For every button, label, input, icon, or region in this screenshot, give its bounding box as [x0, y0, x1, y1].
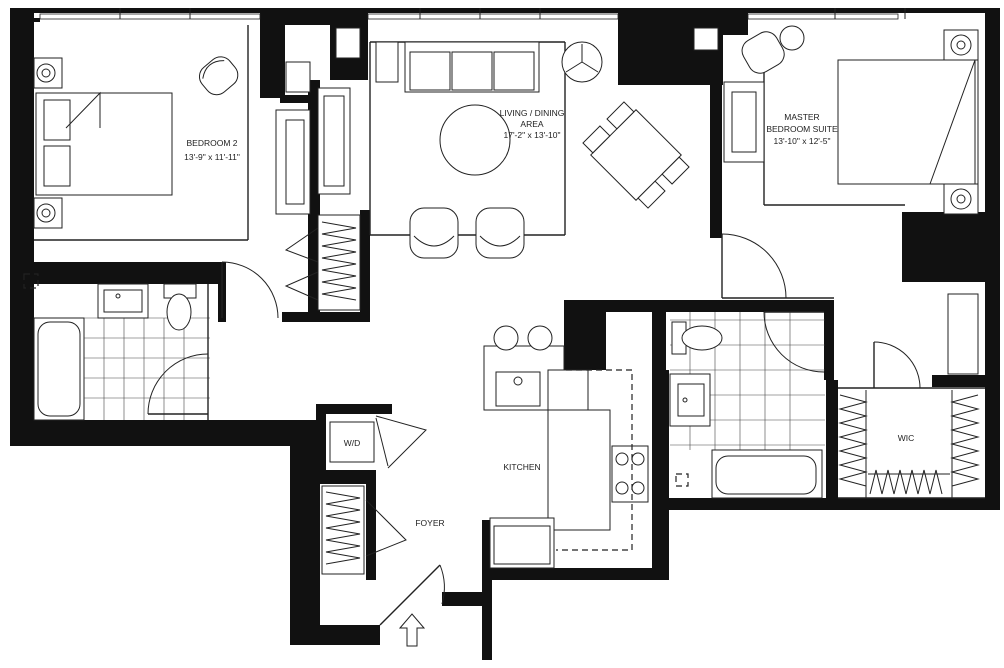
living-name-line1: LIVING / DINING — [500, 108, 565, 118]
walk-in-closet — [838, 341, 985, 499]
toilet-icon — [166, 293, 192, 331]
toilet-icon — [681, 325, 723, 351]
kitchen-name: KITCHEN — [503, 462, 540, 472]
laundry — [329, 415, 427, 469]
table-icon — [439, 104, 511, 176]
master-name-line2: BEDROOM SUITE — [766, 124, 838, 134]
foyer-name: FOYER — [415, 518, 444, 528]
wd-name: W/D — [344, 438, 361, 448]
living-name-line2: AREA — [520, 119, 543, 129]
room-labels: BEDROOM 2 13'-9" x 11'-11" LIVING / DINI… — [184, 108, 914, 528]
bathtub-icon — [37, 321, 81, 417]
closet-hangers — [321, 221, 357, 301]
chair-icon — [409, 207, 459, 259]
chair-icon — [198, 56, 239, 96]
sink-icon — [103, 289, 143, 313]
foyer — [321, 485, 445, 647]
bathtub-icon — [715, 455, 817, 495]
bed-icon — [837, 59, 979, 185]
wic-name: WIC — [898, 433, 915, 443]
master-bath — [669, 311, 825, 499]
sink-icon — [677, 383, 705, 417]
entry-arrow-icon — [398, 613, 426, 647]
chair-icon — [741, 31, 785, 74]
bath-2 — [33, 283, 210, 421]
living-dining — [317, 41, 787, 299]
sink-icon — [495, 371, 541, 407]
bedroom-2 — [33, 56, 361, 319]
kitchen — [483, 325, 649, 569]
window-ticks — [119, 8, 906, 19]
master-dims: 13'-10" x 12'-5" — [773, 136, 830, 146]
living-dims: 17'-2" x 13'-10" — [503, 130, 560, 140]
bedroom2-name: BEDROOM 2 — [186, 138, 237, 148]
dining-table-icon — [582, 101, 690, 209]
bedroom2-dims: 13'-9" x 11'-11" — [184, 152, 240, 162]
chair-icon — [475, 207, 525, 259]
floor-tiles — [84, 317, 210, 420]
sofa-icon — [404, 41, 540, 93]
master-name-line1: MASTER — [784, 112, 819, 122]
nightstand-icon — [33, 57, 63, 89]
master-bedroom — [285, 25, 979, 375]
stove-icon — [611, 445, 649, 503]
